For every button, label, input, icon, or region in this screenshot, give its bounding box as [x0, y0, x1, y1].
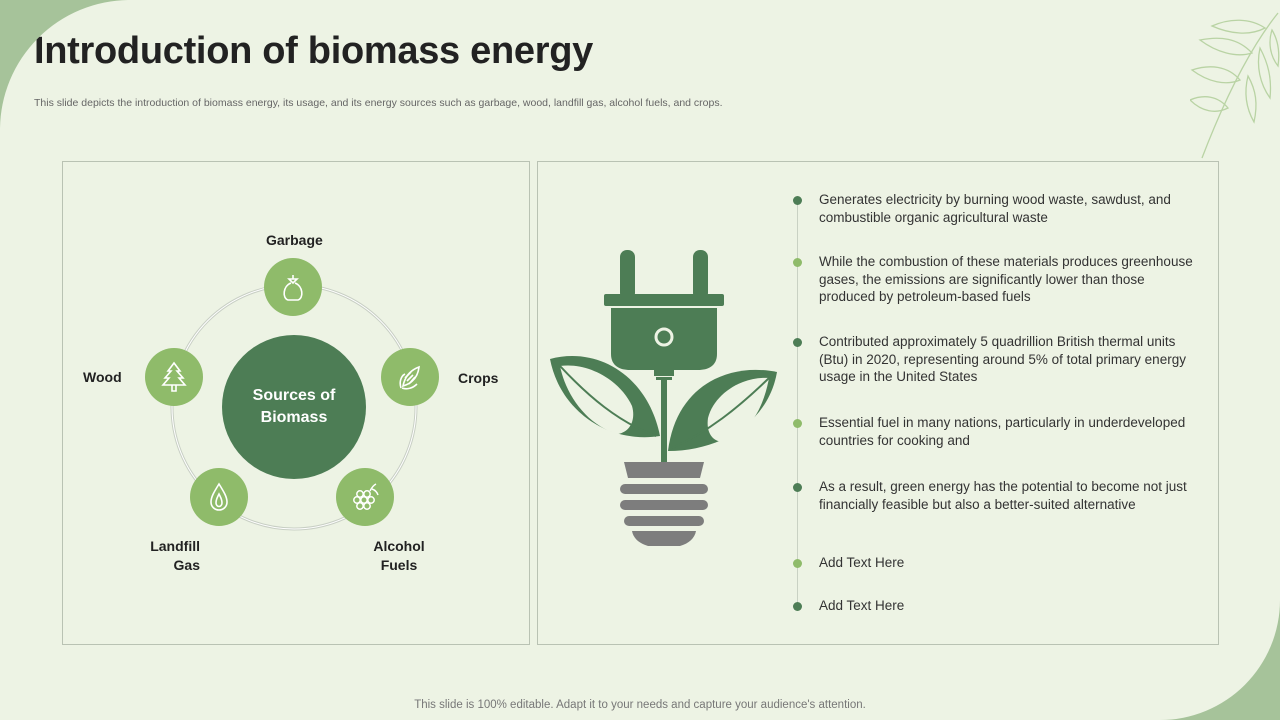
- garbage-bag-icon: [283, 275, 303, 301]
- bullet-text: Add Text Here: [819, 598, 905, 613]
- wood-node: [145, 348, 203, 406]
- bullet-text: As a result, green energy has the potent…: [819, 479, 1187, 512]
- center-label: Sources of Biomass: [252, 387, 336, 426]
- garbage-label: Garbage: [266, 232, 323, 248]
- alcohol-fuels-node: [336, 468, 394, 526]
- bullet-text: Generates electricity by burning wood wa…: [819, 192, 1171, 225]
- garbage-node: [264, 258, 322, 316]
- bullet-text: Contributed approximately 5 quadrillion …: [819, 334, 1186, 384]
- bullet-dot: [793, 602, 802, 611]
- crops-label: Crops: [458, 370, 499, 386]
- bullet-dot: [793, 559, 802, 568]
- sources-panel: [62, 161, 530, 645]
- wood-label: Wood: [83, 369, 122, 385]
- flame-drop-icon: [210, 482, 228, 511]
- leaf-decoration-icon: [1190, 12, 1280, 159]
- bullet-text: Add Text Here: [819, 555, 905, 570]
- bullet-text: While the combustion of these materials …: [819, 254, 1193, 304]
- bullets-connector-line: [797, 199, 798, 606]
- page-subtitle: This slide depicts the introduction of b…: [34, 97, 723, 109]
- page-title: Introduction of biomass energy: [34, 30, 593, 72]
- corn-icon: [399, 365, 420, 390]
- footer-note: This slide is 100% editable. Adapt it to…: [414, 699, 866, 711]
- tree-icon: [161, 361, 187, 392]
- landfill-gas-node: [190, 468, 248, 526]
- facts-panel: [537, 161, 1219, 645]
- alcohol-fuels-label: Alcohol Fuels: [373, 538, 425, 573]
- bullet-dot: [793, 483, 802, 492]
- grapes-icon: [353, 483, 379, 510]
- plug-bulb-leaves-icon: [550, 250, 777, 546]
- bullet-dot: [793, 419, 802, 428]
- center-circle: Sources of Biomass: [222, 335, 366, 479]
- bullet-dot: [793, 258, 802, 267]
- bullet-dot: [793, 196, 802, 205]
- crops-node: [381, 348, 439, 406]
- bullet-dot: [793, 338, 802, 347]
- bullet-text: Essential fuel in many nations, particul…: [819, 415, 1186, 448]
- landfill-gas-label: Landfill Gas: [150, 538, 200, 573]
